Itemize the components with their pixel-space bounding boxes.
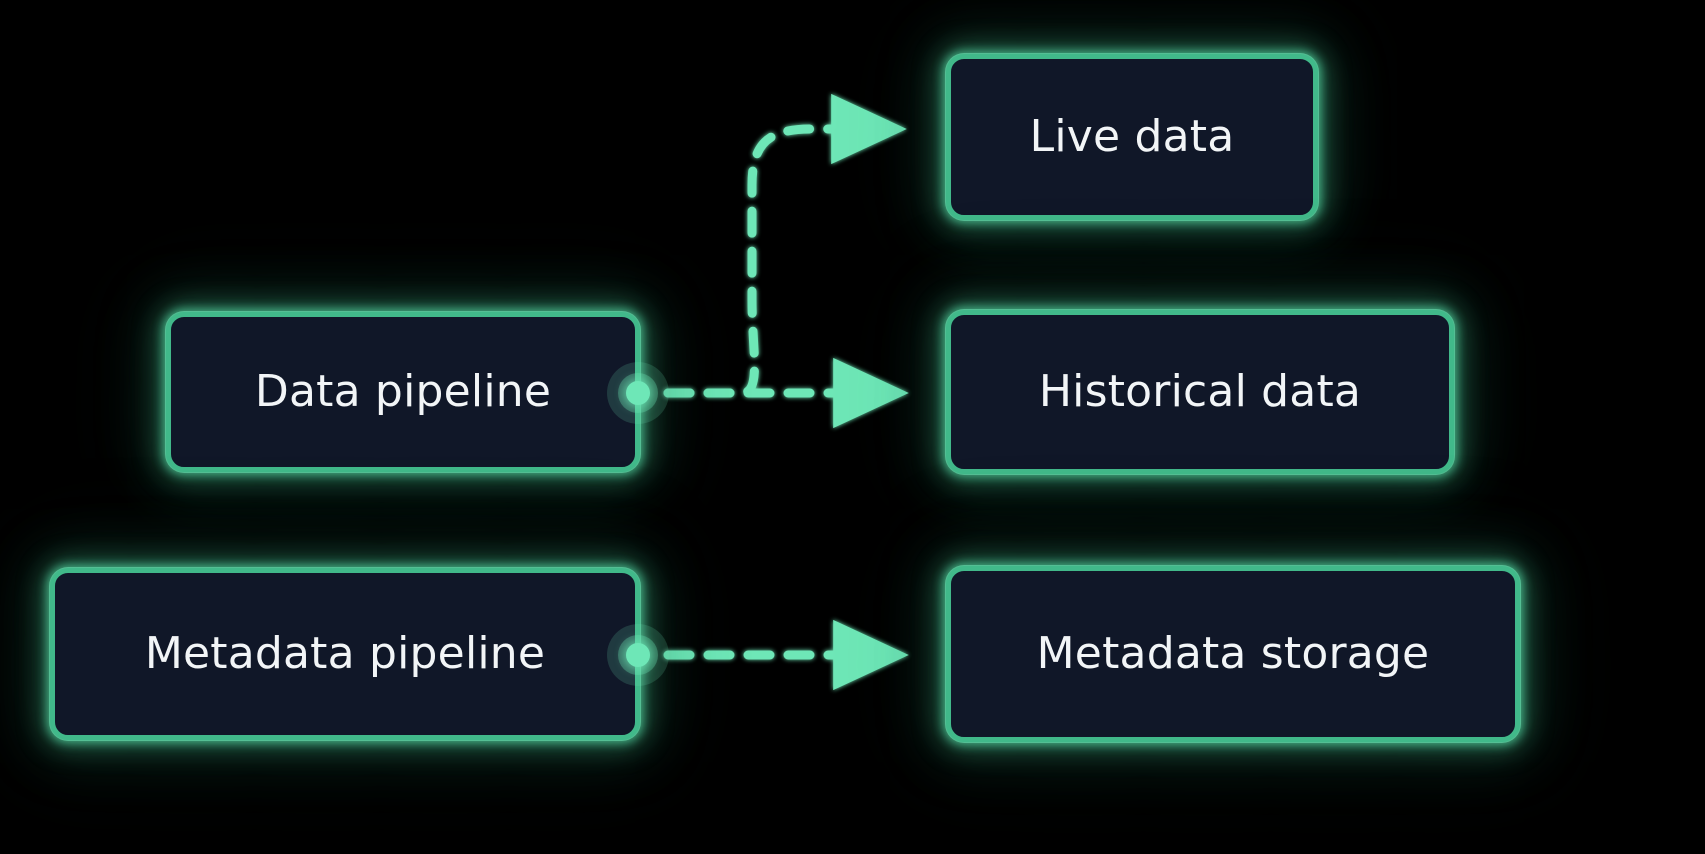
node-label-live-data: Live data: [1029, 111, 1235, 162]
node-label-historical-data: Historical data: [1038, 366, 1362, 417]
node-metadata-pipeline[interactable]: Metadata pipeline: [50, 568, 640, 740]
node-metadata-storage[interactable]: Metadata storage: [946, 566, 1520, 742]
node-label-metadata-storage: Metadata storage: [1036, 628, 1430, 679]
node-label-data-pipeline: Data pipeline: [254, 366, 552, 417]
node-label-metadata-pipeline: Metadata pipeline: [144, 628, 546, 679]
node-historical-data[interactable]: Historical data: [946, 310, 1454, 474]
node-live-data[interactable]: Live data: [946, 54, 1318, 220]
edge-data-pipeline-to-live-data: [663, 93, 907, 398]
node-data-pipeline[interactable]: Data pipeline: [166, 312, 640, 472]
